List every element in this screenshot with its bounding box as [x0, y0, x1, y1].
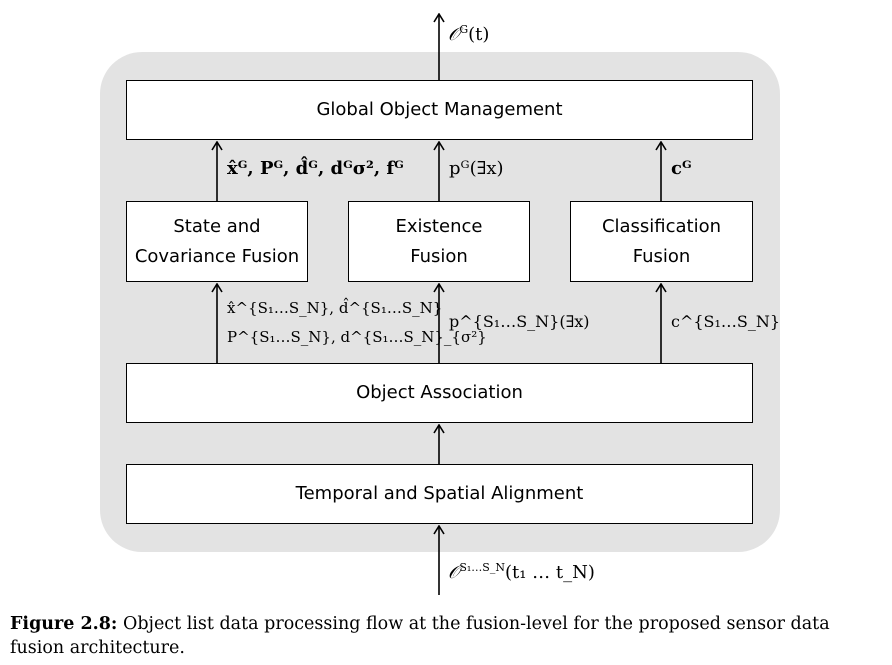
temporal-spatial-alignment-label: Temporal and Spatial Alignment — [295, 483, 584, 504]
state-output-label: x̂ᴳ, Pᴳ, d̂ᴳ, dᴳσ², fᴳ — [227, 158, 404, 179]
classification-fusion-label-line1: Classification — [601, 215, 722, 237]
existence-output-label: pᴳ(∃x) — [449, 158, 504, 179]
existence-fusion-label-line2: Fusion — [410, 245, 468, 267]
object-association-box: Object Association — [126, 363, 753, 423]
existence-input-label: p^{S₁…S_N}(∃x) — [449, 312, 590, 331]
state-input-label-line1: x̂^{S₁…S_N}, d̂^{S₁…S_N} — [227, 299, 443, 317]
input-label: 𝒪S₁…S_N(t₁ … t_N) — [448, 561, 595, 583]
state-covariance-fusion-box: State and Covariance Fusion — [126, 201, 308, 282]
classification-output-label: cᴳ — [671, 158, 692, 179]
classification-fusion-box: Classification Fusion — [570, 201, 753, 282]
caption-text: Object list data processing flow at the … — [10, 614, 830, 658]
global-object-management-box: Global Object Management — [126, 80, 753, 140]
existence-fusion-box: Existence Fusion — [348, 201, 530, 282]
global-object-management-label: Global Object Management — [316, 99, 563, 120]
object-association-label: Object Association — [356, 382, 523, 403]
output-label: 𝒪G(t) — [448, 23, 490, 45]
classification-input-label: c^{S₁…S_N} — [671, 312, 781, 331]
state-fusion-label-line2: Covariance Fusion — [134, 245, 300, 267]
existence-fusion-label-line1: Existence — [395, 215, 483, 237]
classification-fusion-label-line2: Fusion — [632, 245, 691, 267]
state-input-label-line2: P^{S₁…S_N}, d^{S₁…S_N}_{σ²} — [227, 328, 487, 346]
temporal-spatial-alignment-box: Temporal and Spatial Alignment — [126, 464, 753, 524]
caption-label: Figure 2.8: — [10, 614, 118, 634]
state-fusion-label-line1: State and — [173, 215, 261, 237]
figure-caption: Figure 2.8: Object list data processing … — [10, 612, 882, 660]
